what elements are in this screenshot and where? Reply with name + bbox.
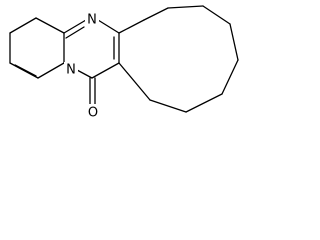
bond: [37, 62, 65, 79]
label-bg: [85, 12, 99, 28]
bond-group: [9, 5, 239, 113]
bond: [91, 62, 120, 79]
nitrogen-label: N: [87, 13, 97, 28]
oxygen-label: O: [88, 106, 98, 121]
bond: [149, 99, 187, 113]
bond: [202, 5, 231, 25]
bond: [118, 62, 151, 101]
bond: [9, 17, 37, 34]
bond: [229, 23, 239, 61]
label-bg: [64, 62, 78, 78]
bond: [65, 26, 85, 39]
bond: [63, 19, 87, 34]
label-bg: [85, 104, 101, 122]
bond: [118, 19, 145, 34]
bond: [14, 64, 37, 77]
bond: [35, 17, 65, 34]
bond: [76, 69, 93, 79]
bond: [143, 7, 169, 21]
nitrogen-label: N: [66, 63, 76, 78]
bond: [97, 19, 120, 34]
atom-labels: N N O: [64, 12, 101, 122]
molecule-diagram: N N O: [9, 5, 239, 122]
bond: [221, 59, 239, 95]
bond: [9, 62, 39, 79]
bond: [167, 5, 204, 9]
bond: [185, 93, 223, 113]
